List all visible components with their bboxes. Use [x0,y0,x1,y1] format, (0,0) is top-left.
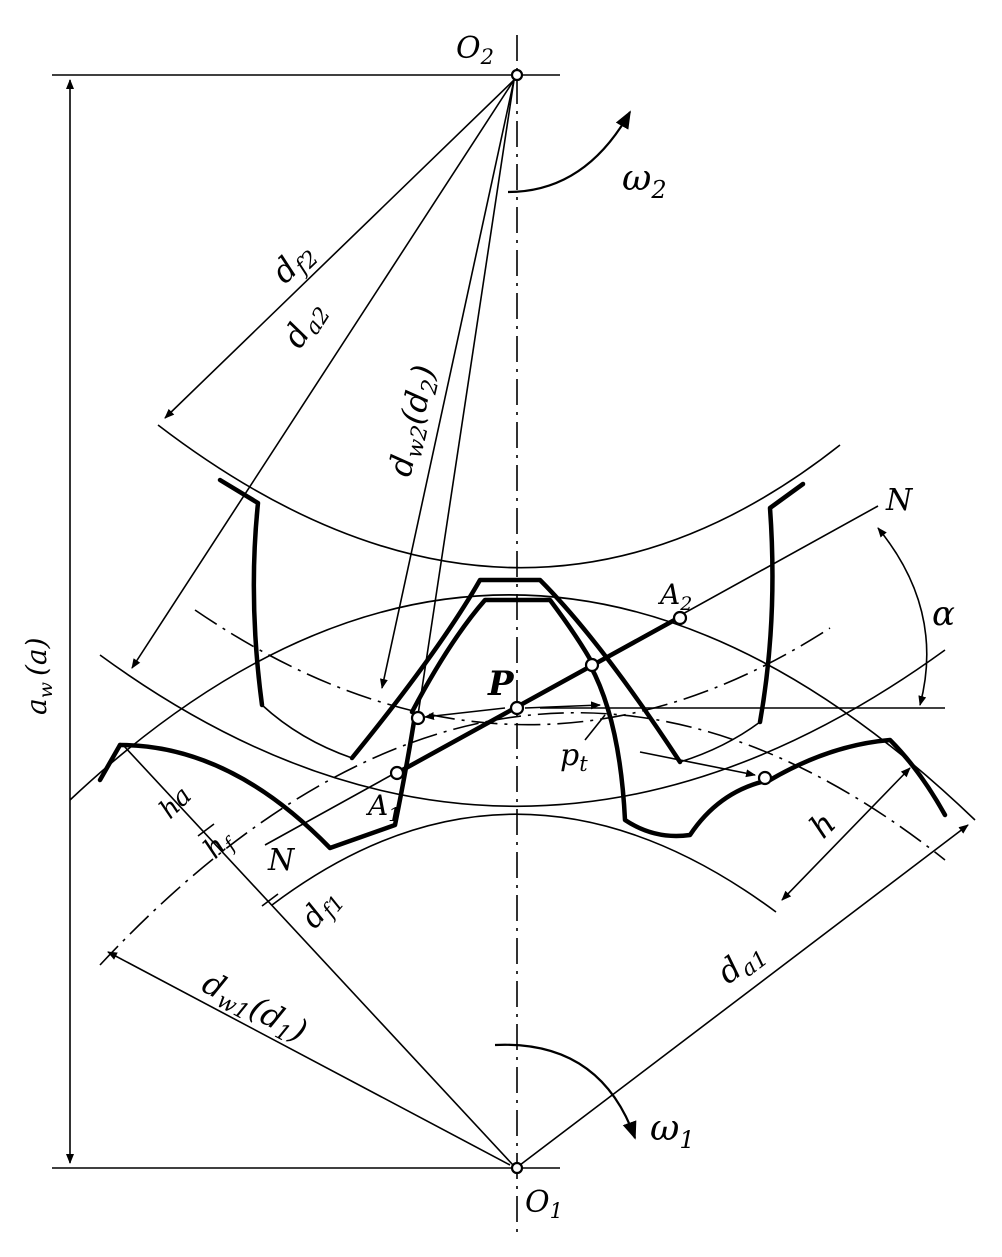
point-a1 [389,765,405,781]
pt-arrow-far [639,751,756,778]
gear2-right-tooth-bottom [261,704,353,759]
gear2-pitch-circle [194,609,831,726]
gear1-right-tooth [587,662,948,839]
label-n-bottom: N [267,843,296,878]
gear1-tip-circle [69,594,976,821]
pt-arrow-right [524,701,601,710]
label-hf: hf [197,822,243,868]
pt-leader [584,714,606,741]
label-alpha: α [932,594,955,634]
label-da1: da1 [710,932,773,994]
label-aw: aw(a) [20,637,57,715]
label-h: h [802,804,843,845]
point-p [509,700,525,716]
label-omega2: ω2 [622,158,667,204]
df2-dimension-line [164,79,515,419]
pt-arrow-left [424,707,506,720]
point-pitch-right [757,770,773,786]
gear2-root-circle [157,424,841,569]
ha-tick [197,823,215,837]
hf-tick [261,893,279,907]
dw2-dimension-line [380,79,515,689]
active-line-of-action [394,614,683,776]
label-a1: A1 [365,789,400,826]
point-a2 [672,610,688,626]
point-contact-upper [584,657,600,673]
label-dw1: dw1(d1) [194,964,313,1054]
gear2-right-tooth-flank [757,481,806,725]
label-pt: pt [560,738,588,776]
point-o2 [510,68,524,82]
gear2-left-tooth-flank [217,477,265,708]
label-omega1: ω1 [650,1108,695,1154]
gear1-left-tooth [117,712,418,851]
gear1-left-edge [97,742,123,783]
label-o2: O2 [456,31,494,69]
alpha-arc [877,527,928,706]
gear2-center-tooth-root [409,597,598,715]
dw1-dimension-line [107,951,511,1166]
omega1-rotation-arrow [494,1043,637,1140]
label-df2: df2 [264,234,324,294]
label-dw2: dw2(d2) [381,361,447,480]
gear2-tip-circle [99,649,946,808]
da2-dimension-line [131,79,515,669]
h-dimension-line [781,767,911,901]
gear2-center-tooth [349,577,683,765]
omega2-rotation-arrow [507,110,631,194]
point-o1 [510,1161,524,1175]
da1-dimension-line [519,824,969,1166]
o2-to-point-line [417,79,515,716]
o1-left-radial [122,744,514,1166]
label-p: P [487,664,515,704]
gear2-right-tooth-bottom-2 [679,721,761,763]
label-df1: df1 [294,882,349,937]
point-contact-lower [410,710,426,726]
label-n-top: N [885,483,914,518]
gear1-root-circle [271,813,777,913]
label-o1: O1 [525,1185,563,1223]
label-a2: A2 [657,578,692,615]
